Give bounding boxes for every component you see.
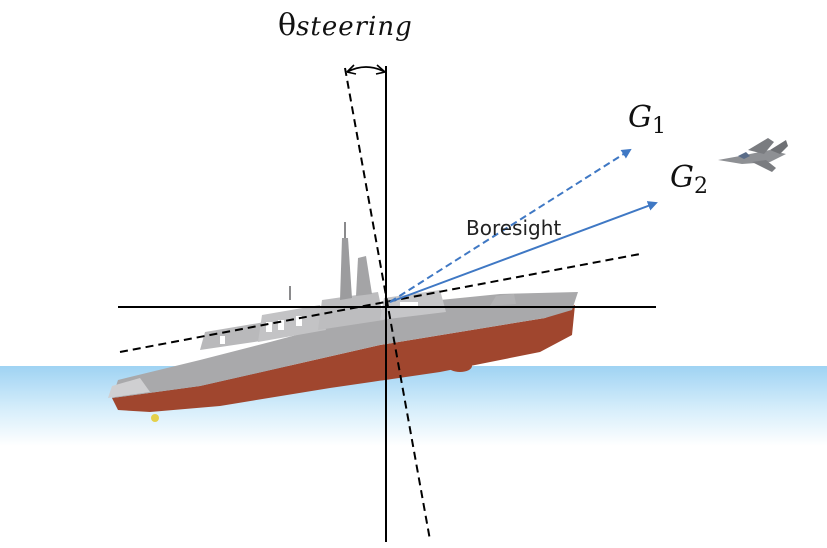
g1-vector-dashed bbox=[389, 148, 632, 303]
boresight-label: Boresight bbox=[466, 216, 562, 240]
steering-arc-arrowhead-left bbox=[346, 64, 357, 75]
ship-icon bbox=[108, 222, 578, 422]
g1-letter: G bbox=[628, 100, 652, 135]
g1-label: G1 bbox=[628, 100, 666, 139]
g2-letter: G bbox=[670, 160, 694, 195]
theta-subscript: steering bbox=[296, 12, 413, 42]
tilted-vertical-dashed-line bbox=[344, 67, 431, 541]
g2-vector-solid bbox=[389, 201, 658, 303]
steering-arc-arrowhead-right bbox=[375, 64, 386, 75]
steering-angle-arc bbox=[346, 66, 386, 73]
g2-subscript: 2 bbox=[693, 174, 708, 199]
aircraft-icon bbox=[718, 138, 788, 172]
g2-label: G2 bbox=[670, 160, 708, 199]
g1-subscript: 1 bbox=[651, 114, 666, 139]
theta-symbol: θ bbox=[278, 8, 297, 43]
steering-angle-label: θsteering bbox=[278, 8, 413, 43]
ship-deck-dashed-line bbox=[119, 253, 641, 353]
